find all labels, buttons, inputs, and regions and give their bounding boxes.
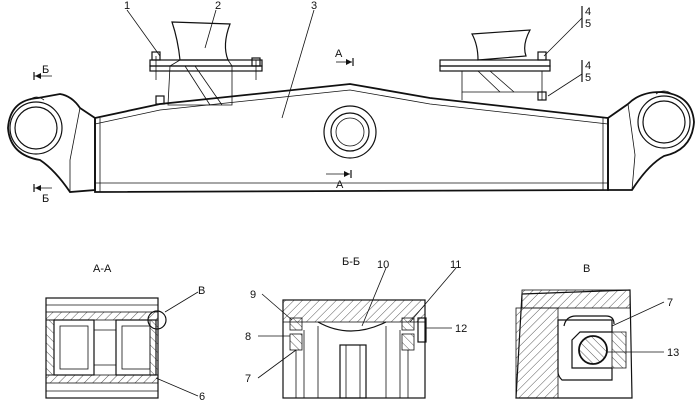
beam-body xyxy=(94,83,609,193)
callout-7-bb: 7 xyxy=(245,373,251,385)
title-detail-v: В xyxy=(583,263,590,275)
right-bracket xyxy=(439,29,551,101)
callout-3: 3 xyxy=(311,0,317,12)
section-mark-b-top: Б xyxy=(42,64,49,76)
left-bracket xyxy=(149,21,263,106)
callout-2: 2 xyxy=(215,0,221,12)
callout-9: 9 xyxy=(250,289,256,301)
section-mark-a-bottom: А xyxy=(336,179,344,191)
section-aa-view xyxy=(45,291,199,399)
section-mark-a-top: А xyxy=(335,48,343,60)
beam-main-view xyxy=(7,6,695,193)
center-bore xyxy=(323,105,377,159)
callout-4-upper: 4 xyxy=(585,6,591,18)
callout-5-upper: 5 xyxy=(585,18,591,30)
callout-11: 11 xyxy=(450,259,461,271)
callout-6: 6 xyxy=(199,391,205,403)
callout-4-lower: 4 xyxy=(585,60,591,72)
callout-1: 1 xyxy=(124,0,130,12)
callout-8: 8 xyxy=(245,331,251,343)
title-section-bb: Б-Б xyxy=(342,256,360,268)
callout-v: В xyxy=(198,285,205,297)
callout-5-lower: 5 xyxy=(585,72,591,84)
detail-v-view xyxy=(515,289,665,399)
section-bb-view xyxy=(257,267,457,399)
left-eye xyxy=(7,93,96,193)
callout-12: 12 xyxy=(455,323,467,335)
section-mark-b-bottom: Б xyxy=(42,193,49,205)
callout-10: 10 xyxy=(377,259,389,271)
right-eye xyxy=(607,90,695,191)
title-section-aa: А-А xyxy=(93,263,112,275)
callout-7-v: 7 xyxy=(667,297,673,309)
callout-13: 13 xyxy=(667,347,679,359)
